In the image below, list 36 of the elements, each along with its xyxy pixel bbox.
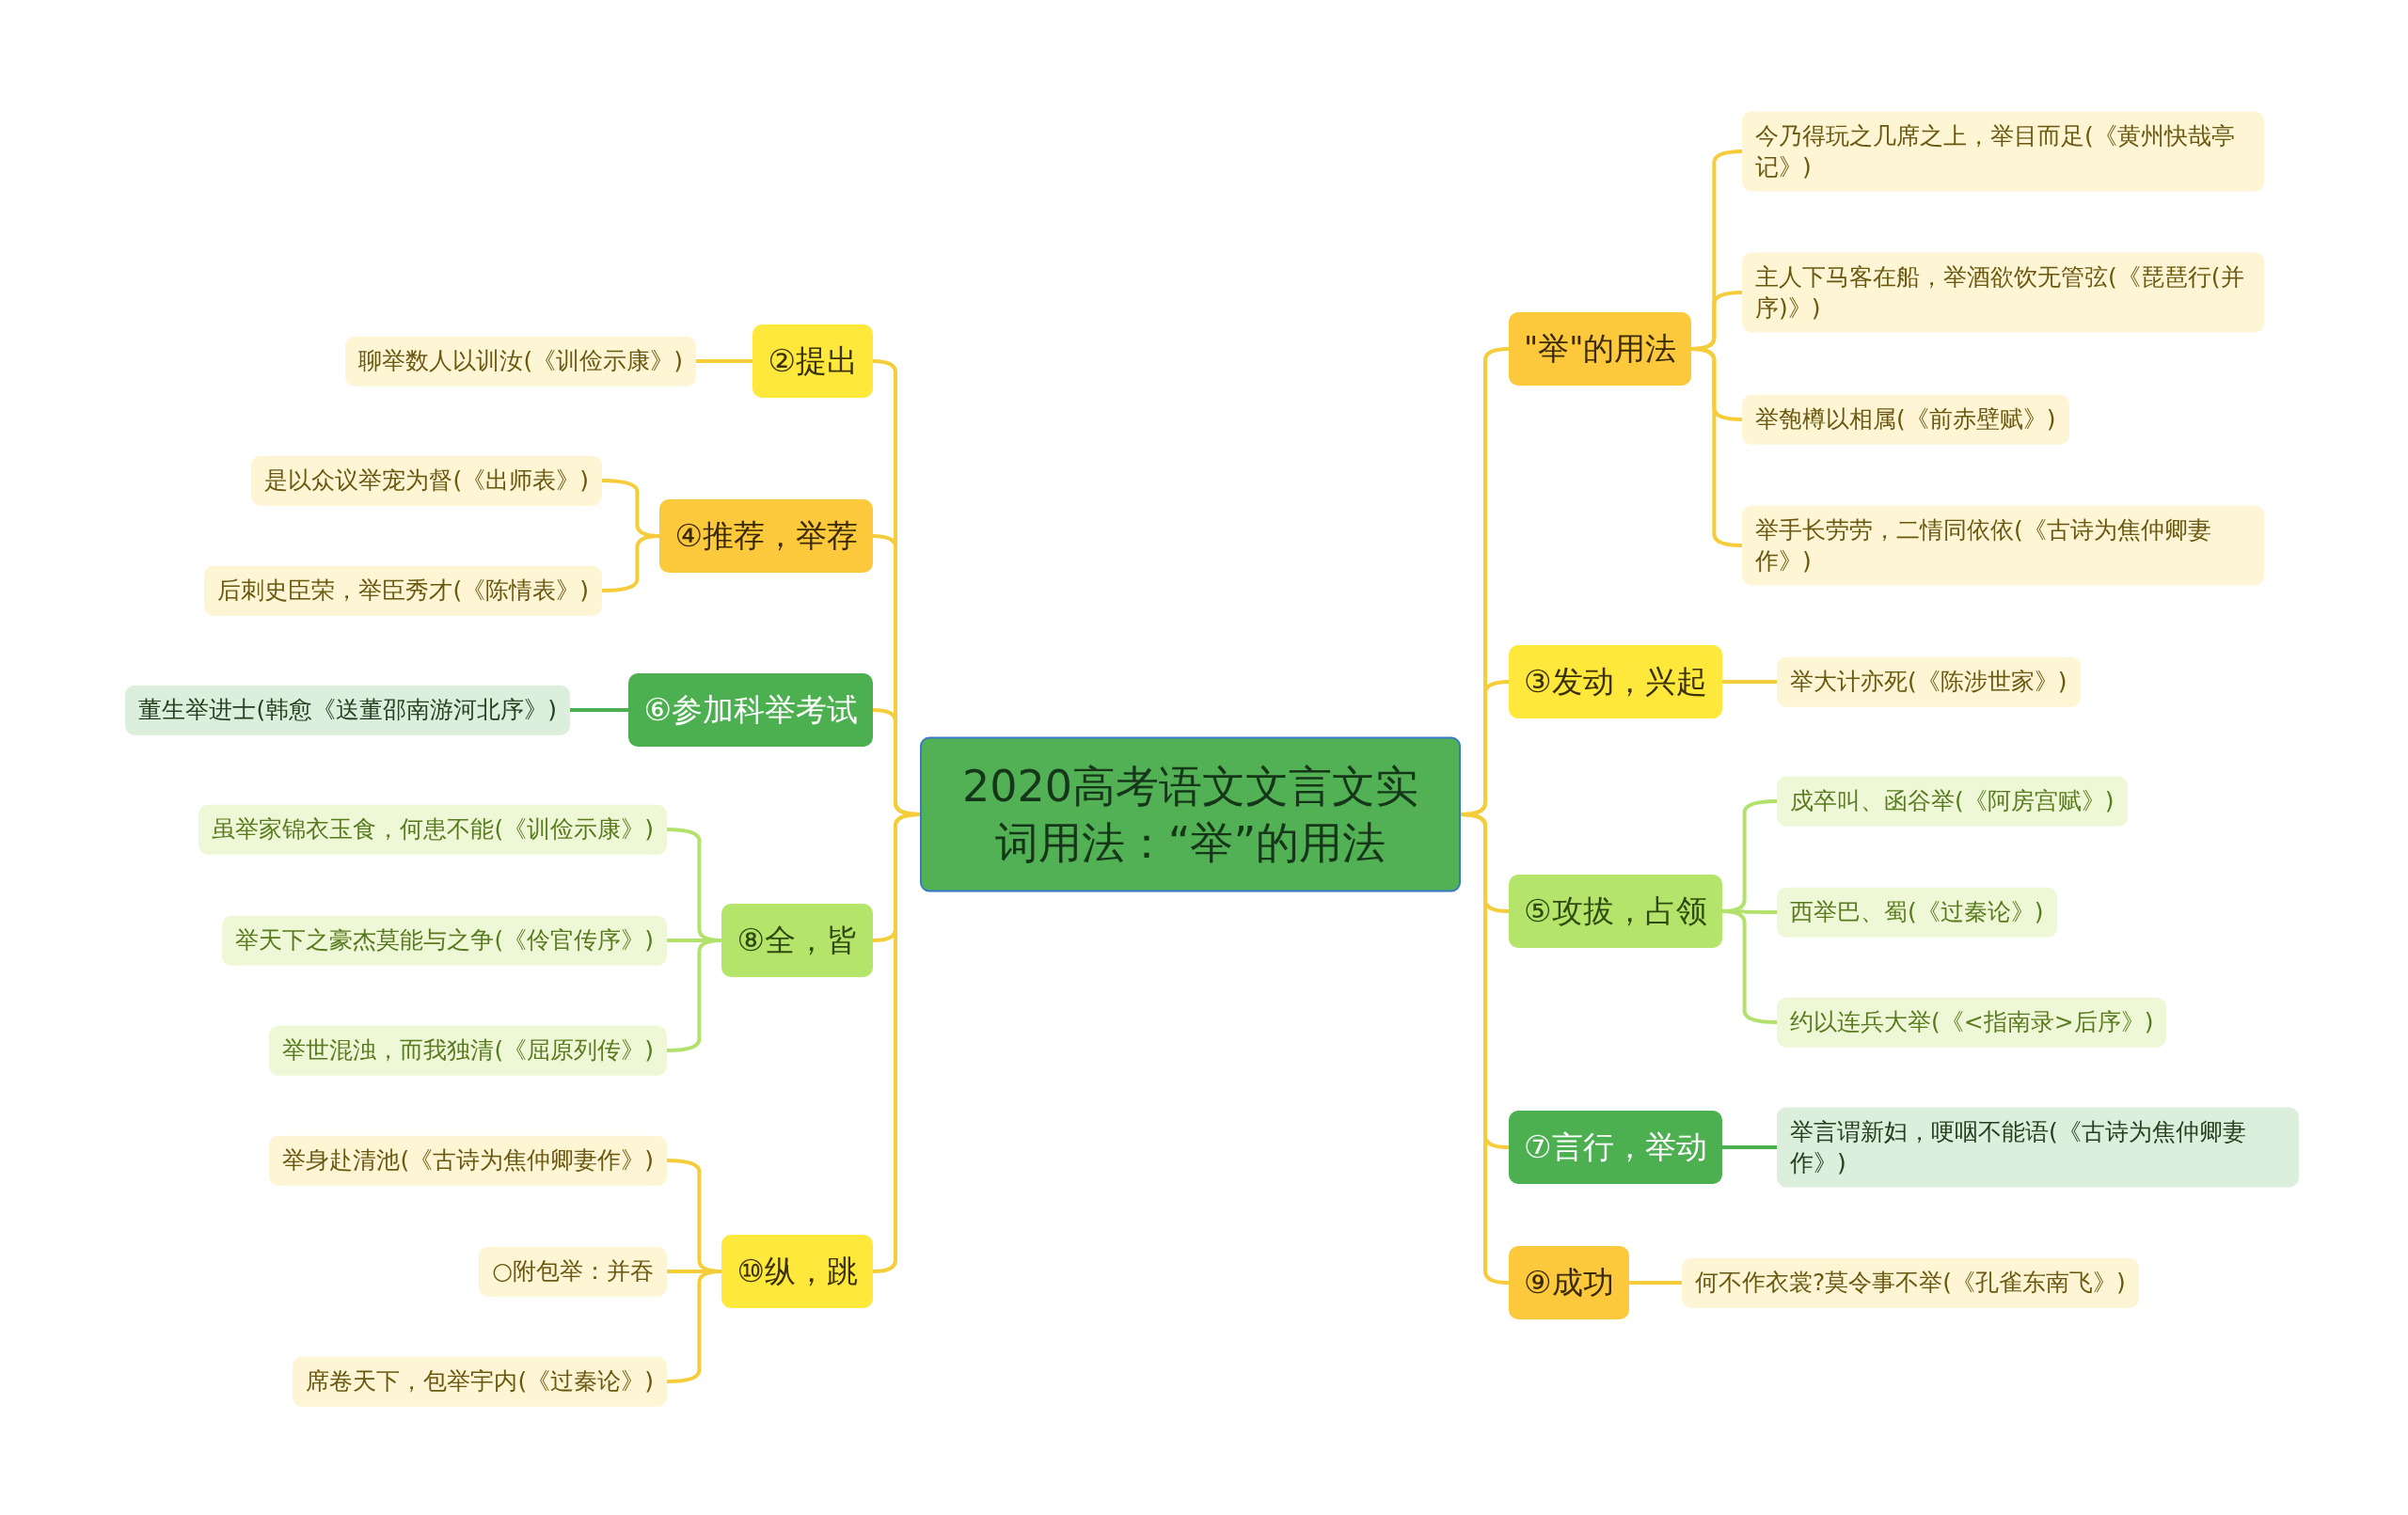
branch-topic-box: ②提出 — [752, 324, 873, 398]
example-sentence-box: 举身赴清池(《古诗为焦仲卿妻作》) — [269, 1135, 667, 1186]
example-sentence-box: 举匏樽以相属(《前赤壁赋》) — [1742, 394, 2069, 445]
example-sentence-box: 西举巴、蜀(《过秦论》) — [1777, 887, 2057, 938]
example-sentence-box: 虽举家锦衣玉食，何患不能(《训俭示康》) — [198, 804, 667, 855]
example-sentence-box: ○附包举：并吞 — [479, 1246, 667, 1297]
branch-topic-box: ③发动，兴起 — [1509, 645, 1722, 718]
example-sentence-box: 何不作衣裳?莫令事不举(《孔雀东南飞》) — [1682, 1257, 2139, 1308]
connector-line — [665, 1270, 724, 1383]
connector-line — [871, 813, 922, 1273]
branch-topic-box: ⑨成功 — [1509, 1246, 1629, 1319]
branch-topic-box: ⑤攻拔，占领 — [1509, 875, 1722, 948]
example-sentence-box: 主人下马客在船，举酒欲饮无管弦(《琵琶行(并序)》) — [1742, 252, 2264, 333]
example-sentence-box: 后刺史臣荣，举臣秀才(《陈情表》) — [204, 565, 602, 616]
connector-line — [1719, 909, 1779, 1024]
example-sentence-box: 是以众议举宠为督(《出师表》) — [251, 455, 602, 506]
example-sentence-box: 举大计亦死(《陈涉世家》) — [1777, 656, 2081, 707]
example-sentence-box: 戍卒叫、函谷举(《阿房宫赋》) — [1777, 776, 2128, 827]
branch-topic-box: ④推荐，举荐 — [659, 499, 873, 573]
example-sentence-box: 举天下之豪杰莫能与之争(《伶官传序》) — [222, 915, 667, 966]
example-sentence-box: 今乃得玩之几席之上，举目而足(《黄州快哉亭记》) — [1742, 111, 2264, 192]
example-sentence-box: 举世混浊，而我独清(《屈原列传》) — [269, 1025, 667, 1076]
connector-line — [1459, 813, 1511, 1285]
branch-topic-box: ⑥参加科举考试 — [628, 673, 873, 747]
example-sentence-box: 举言谓新妇，哽咽不能语(《古诗为焦仲卿妻作》) — [1777, 1107, 2299, 1188]
example-sentence-box: 董生举进士(韩愈《送董邵南游河北序》) — [125, 685, 570, 735]
connector-line — [665, 939, 724, 1052]
central-topic-box: 2020高考语文文言文实词用法：“举”的用法 — [920, 736, 1461, 892]
branch-topic-box: ⑩纵，跳 — [721, 1235, 873, 1308]
branch-topic-box: ⑧全，皆 — [721, 904, 873, 977]
branch-topic-box: "举"的用法 — [1509, 312, 1692, 386]
example-sentence-box: 席卷天下，包举宇内(《过秦论》) — [293, 1356, 667, 1407]
example-sentence-box: 聊举数人以训汝(《训俭示康》) — [345, 336, 696, 387]
example-sentence-box: 约以连兵大举(《<指南录>后序》) — [1777, 997, 2167, 1048]
branch-topic-box: ⑦言行，举动 — [1509, 1111, 1722, 1184]
example-sentence-box: 举手长劳劳，二情同依依(《古诗为焦仲卿妻作》) — [1742, 505, 2264, 586]
